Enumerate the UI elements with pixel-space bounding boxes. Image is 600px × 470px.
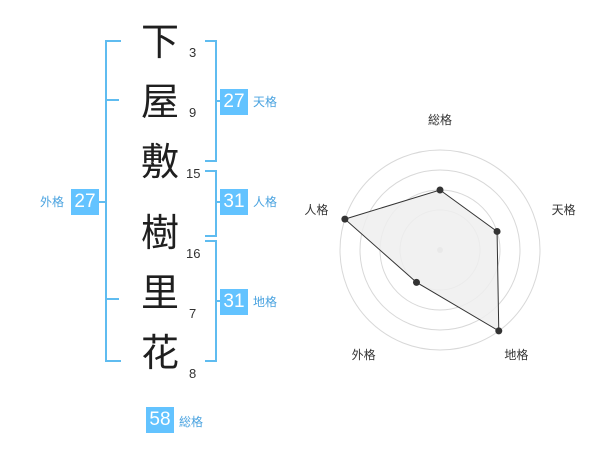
- tenkaku-connector: [215, 100, 221, 102]
- radar-ring: [359, 169, 521, 331]
- name-char-3: 敷: [140, 140, 179, 184]
- radar-axis-label-3: 地格: [504, 347, 528, 362]
- stroke-count-2: 9: [189, 105, 197, 120]
- name-char-6: 花: [140, 331, 179, 375]
- stroke-count-1: 3: [189, 45, 197, 60]
- jinkaku-label: 人格: [253, 195, 278, 209]
- soukaku-value: 58: [146, 407, 174, 433]
- soukaku-label: 総格: [179, 415, 204, 429]
- chikaku-label: 地格: [253, 295, 278, 309]
- bracket-tick: [105, 99, 119, 101]
- name-char-1: 下: [140, 20, 179, 64]
- name-char-5: 里: [140, 271, 179, 315]
- tenkaku-label: 天格: [253, 95, 278, 109]
- gaikaku-value: 27: [71, 189, 99, 215]
- stroke-count-6: 8: [189, 366, 197, 381]
- stroke-count-5: 7: [189, 306, 197, 321]
- radar-point-3: [495, 327, 503, 335]
- bracket-tick: [105, 298, 119, 300]
- chikaku-connector: [215, 300, 221, 302]
- jinkaku-connector: [215, 201, 221, 203]
- radar-point-5: [341, 215, 349, 223]
- radar-axis-label-4: 外格: [352, 347, 376, 362]
- radar-point-1: [436, 186, 444, 194]
- gaikaku-connector: [99, 201, 106, 203]
- stroke-count-3: 15: [186, 166, 201, 181]
- stroke-count-4: 16: [186, 246, 201, 261]
- radar-point-4: [412, 278, 420, 286]
- radar-axis-label-2: 天格: [552, 202, 576, 217]
- jinkaku-bracket: [205, 170, 217, 237]
- chikaku-value: 31: [220, 289, 248, 315]
- radar-axis-label-5: 人格: [304, 202, 328, 217]
- gaikaku-label: 外格: [40, 195, 65, 209]
- radar-area: [343, 189, 500, 332]
- name-char-2: 屋: [140, 80, 179, 124]
- jinkaku-value: 31: [220, 189, 248, 215]
- radar-axis-label-1: 総格: [428, 112, 452, 127]
- name-char-4: 樹: [140, 211, 179, 255]
- radar-point-2: [493, 227, 501, 235]
- tenkaku-value: 27: [220, 89, 248, 115]
- gaikaku-bracket: [105, 40, 121, 362]
